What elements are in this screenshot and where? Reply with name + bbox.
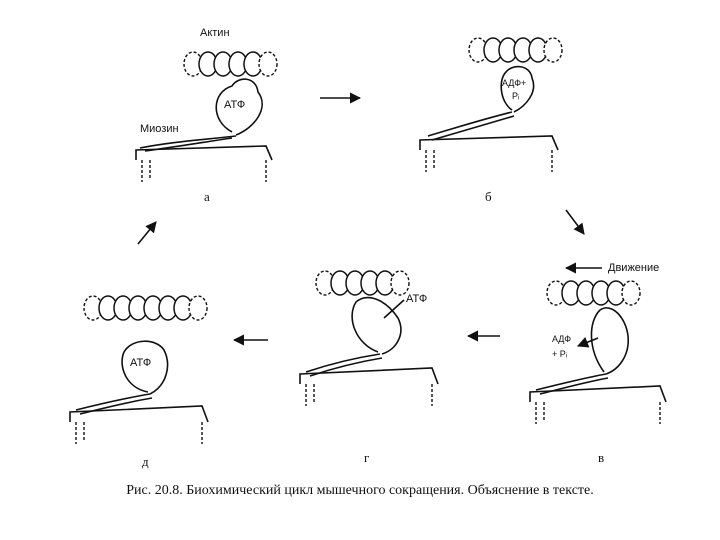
myosin-neck [76, 394, 150, 410]
panel-letter-b: б [485, 189, 492, 204]
thick-filament [136, 146, 272, 160]
adp-label-line2: + Pᵢ [552, 349, 567, 359]
myosin-head [501, 67, 533, 112]
panel-g: АТФ г [300, 271, 438, 465]
thick-filament [300, 368, 438, 384]
myosin-neck [536, 374, 606, 390]
myosin-head [591, 308, 628, 374]
panel-b: АДФ+ Pᵢ б [420, 38, 562, 204]
thick-filament [70, 406, 208, 422]
adp-pi-label-line2: Pᵢ [512, 91, 519, 101]
myosin-neck [306, 354, 380, 372]
adp-release-arrow [578, 338, 598, 346]
panel-d: АТФ д [70, 296, 208, 469]
myosin-neck [140, 136, 236, 148]
actin-filament [469, 38, 562, 62]
actin-filament [184, 52, 277, 76]
panel-letter-d: д [142, 454, 149, 469]
adp-label-line1: АДФ [552, 334, 571, 344]
movement-label: Движение [608, 262, 659, 274]
panel-letter-g: г [364, 450, 369, 465]
adp-pi-label-line1: АДФ+ [502, 78, 526, 88]
myosin-head [352, 298, 401, 354]
actin-filament [84, 296, 207, 320]
atp-label: АТФ [406, 293, 427, 305]
myosin-neck [428, 112, 512, 136]
atp-pointer-line [384, 300, 404, 318]
atp-label: АТФ [224, 99, 245, 111]
arrow-b-to-v [566, 210, 584, 234]
actin-filament [547, 281, 640, 305]
panel-letter-v: в [598, 450, 604, 465]
arrow-d-to-a [138, 222, 156, 244]
myosin-label: Миозин [140, 123, 179, 135]
panel-v: Движение АДФ + Pᵢ в [530, 262, 666, 465]
panel-letter-a: а [204, 189, 210, 204]
actin-label: Актин [200, 27, 230, 39]
thick-filament [530, 386, 666, 402]
figure-caption: Рис. 20.8. Биохимический цикл мышечного … [0, 483, 720, 499]
atp-label: АТФ [130, 357, 151, 369]
actin-filament [316, 271, 409, 295]
panel-a: Актин АТФ Миозин а [136, 27, 277, 204]
